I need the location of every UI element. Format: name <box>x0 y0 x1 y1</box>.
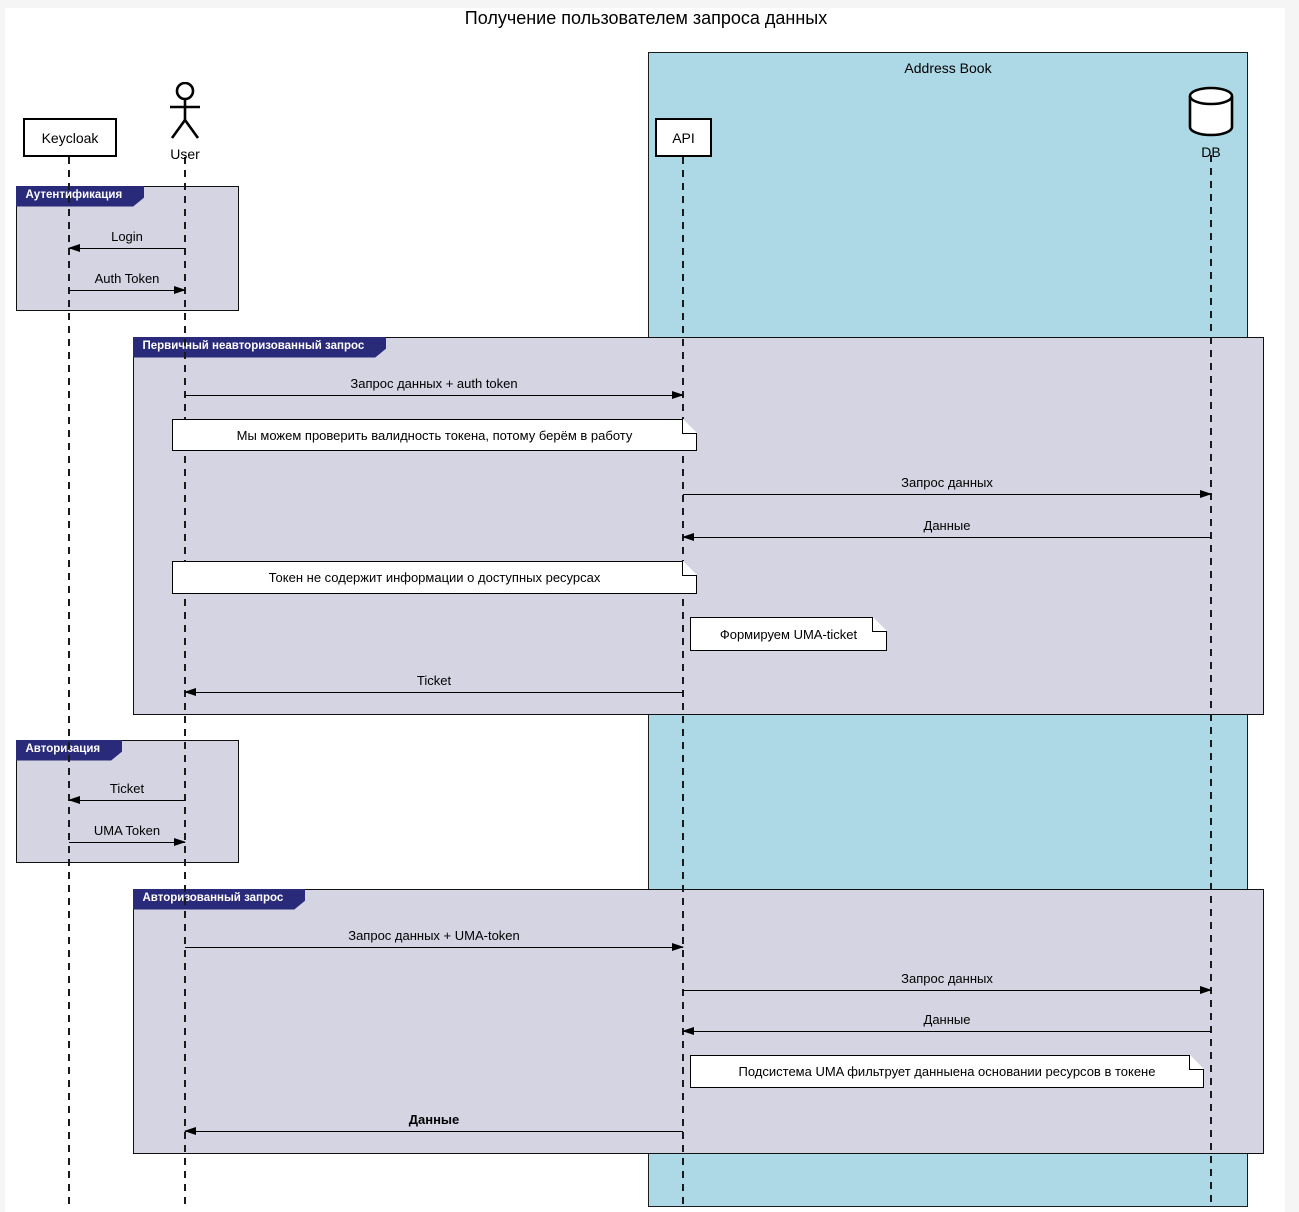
lifeline-keycloak <box>68 157 70 1208</box>
participant-user-label: User <box>170 146 200 162</box>
participant-keycloak-label: Keycloak <box>41 129 99 146</box>
message-request-auth-token: Запрос данных + auth token <box>185 376 684 399</box>
message-uma-token: UMA Token <box>69 823 186 846</box>
frame-authorized-request: Авторизованный запрос <box>133 889 1264 1154</box>
message-auth-token: Auth Token <box>69 271 186 294</box>
arrowhead-icon <box>68 795 80 804</box>
message-data-request-1: Запрос данных <box>683 475 1212 498</box>
note-token-no-resources: Токен не содержит информации о доступных… <box>172 561 697 594</box>
arrowhead-icon <box>682 1026 694 1035</box>
arrowhead-icon <box>174 837 186 846</box>
note-forming-uma-ticket: Формируем UMA-ticket <box>690 617 887 651</box>
note-token-validity: Мы можем проверить валидность токена, по… <box>172 419 697 451</box>
participant-user: User <box>160 81 210 162</box>
arrowhead-icon <box>1200 489 1212 498</box>
participant-api: API <box>655 118 712 157</box>
frame-authorization: Авторизация <box>16 740 239 863</box>
database-icon <box>1188 86 1234 137</box>
message-data-response-2: Данные <box>682 1012 1211 1035</box>
arrowhead-icon <box>682 532 694 541</box>
frame-authorized-request-label: Авторизованный запрос <box>133 889 306 910</box>
arrowhead-icon <box>184 687 196 696</box>
message-request-uma-token: Запрос данных + UMA-token <box>185 928 684 951</box>
arrowhead-icon <box>672 942 684 951</box>
diagram-title: Получение пользователем запроса данных <box>464 8 828 28</box>
lifeline-api <box>682 157 684 1206</box>
lifeline-user <box>184 157 186 1208</box>
lifeline-db <box>1210 155 1212 1206</box>
message-data-request-2: Запрос данных <box>683 971 1212 994</box>
message-final-data: Данные <box>184 1112 683 1135</box>
address-book-label: Address Book <box>904 60 992 76</box>
message-data-response-1: Данные <box>682 518 1211 541</box>
arrowhead-icon <box>184 1126 196 1135</box>
participant-db: DB <box>1186 85 1236 160</box>
frame-primary-request: Первичный неавторизованный запрос <box>133 337 1264 715</box>
user-actor-icon <box>170 81 200 139</box>
frame-authentication-label: Аутентификация <box>16 186 145 207</box>
arrowhead-icon <box>174 285 186 294</box>
arrowhead-icon <box>1200 985 1212 994</box>
frame-primary-request-label: Первичный неавторизованный запрос <box>133 337 387 358</box>
message-login: Login <box>68 229 185 252</box>
participant-keycloak: Keycloak <box>23 118 117 157</box>
participant-api-label: API <box>672 129 695 146</box>
message-ticket-to-keycloak: Ticket <box>68 781 185 804</box>
participant-db-label: DB <box>1201 144 1221 160</box>
arrowhead-icon <box>68 243 80 252</box>
message-ticket-to-user: Ticket <box>184 673 683 696</box>
note-uma-filters-data: Подсистема UMA фильтрует данныена основа… <box>690 1055 1204 1088</box>
arrowhead-icon <box>672 390 684 399</box>
